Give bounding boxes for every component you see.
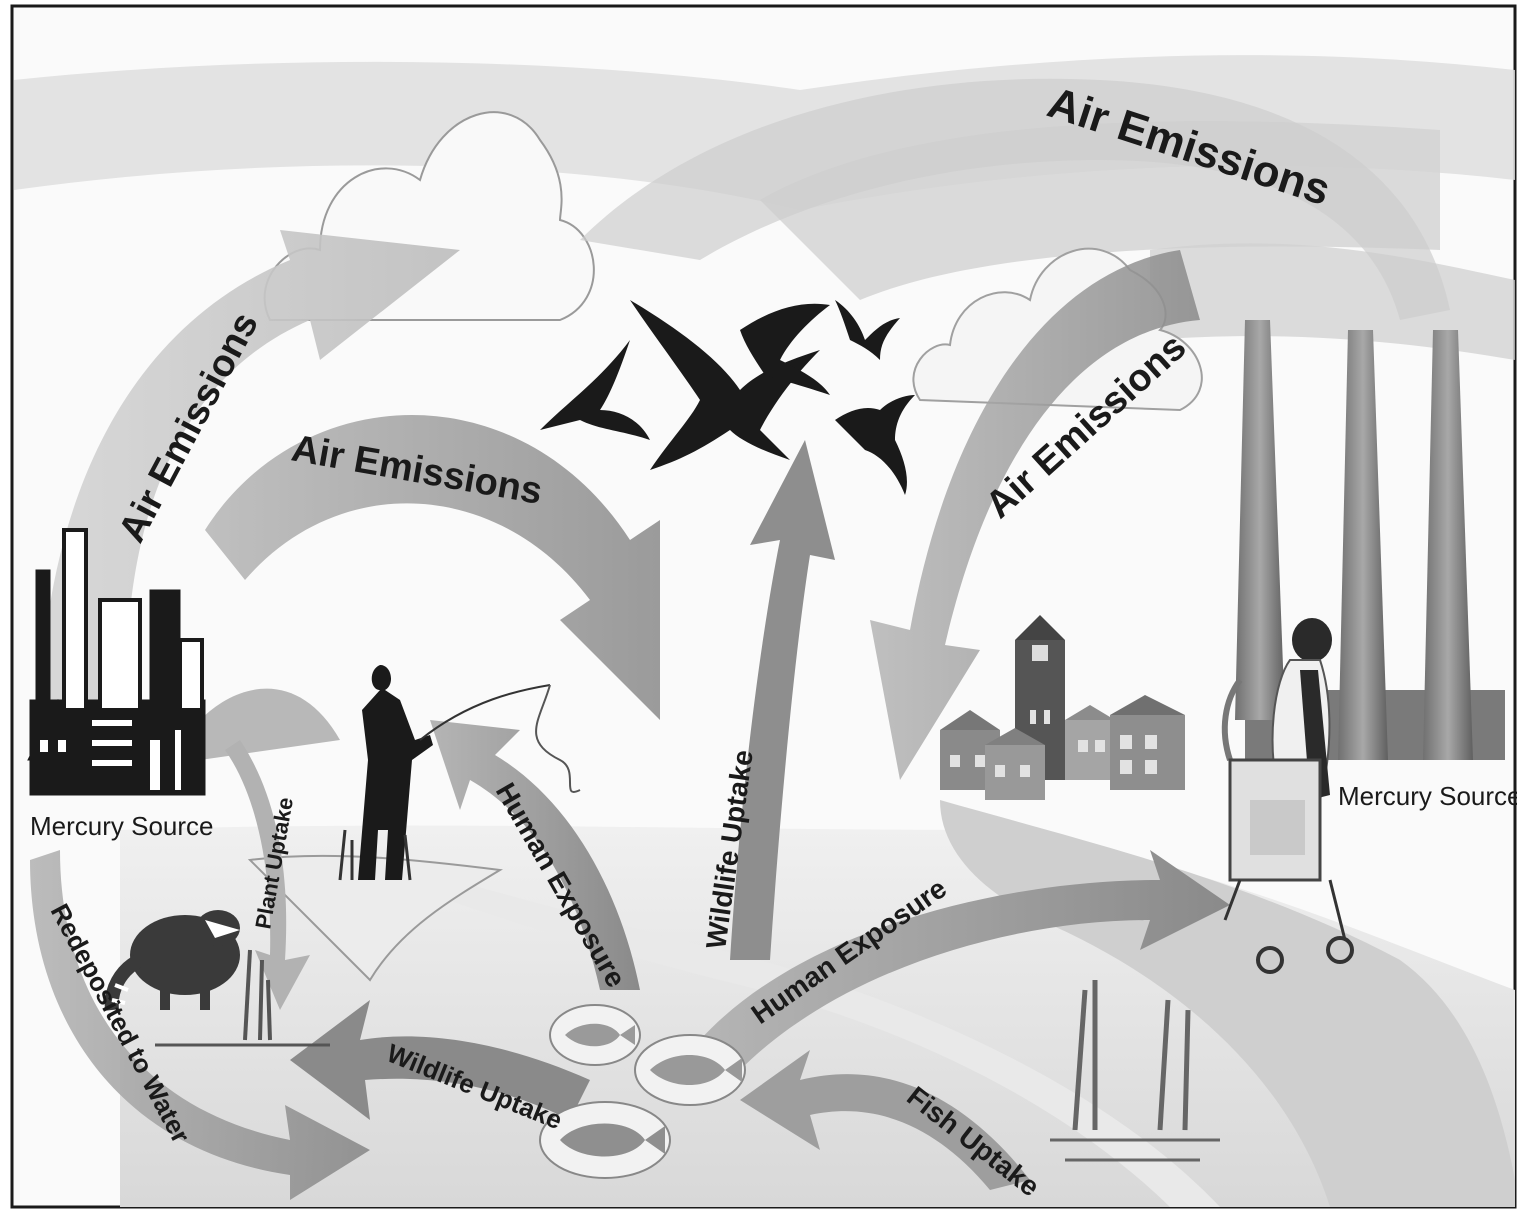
raccoon-icon	[104, 910, 240, 1011]
fish-icon	[549, 1004, 641, 1066]
human-exposure-arrow-fisher	[430, 720, 640, 990]
plant-uptake-arrow	[225, 740, 310, 1010]
redeposition-arrow	[30, 850, 370, 1200]
fisherman-silhouette-icon	[338, 665, 581, 881]
fish-uptake-arrow	[740, 1050, 1030, 1190]
fish-icon	[634, 1034, 746, 1106]
wildlife-uptake-arrow-left	[290, 1000, 590, 1120]
air-emissions-arrow-middle-right	[870, 250, 1200, 780]
air-emissions-arrow-middle-left	[205, 415, 660, 720]
air-emissions-arrow-top-right	[580, 78, 1450, 320]
reeds-icon	[155, 949, 330, 1047]
river-bank	[420, 870, 1220, 1207]
smokestacks-icon	[1235, 320, 1505, 760]
woman-with-stroller-icon	[1221, 618, 1354, 974]
fish-icon	[539, 1101, 671, 1179]
schoolhouse-town-icon	[940, 615, 1185, 800]
swallow-birds-icon	[540, 300, 915, 495]
wildlife-uptake-arrow-up	[730, 440, 835, 960]
human-exposure-arrow-town	[700, 850, 1230, 1070]
mercury-source-label-left: Mercury Source	[30, 811, 214, 841]
mercury-source-label-right: Mercury Source	[1338, 781, 1517, 811]
reeds-icon	[1050, 980, 1220, 1162]
hills-left	[200, 688, 340, 760]
city-skyline-icon	[27, 528, 206, 796]
